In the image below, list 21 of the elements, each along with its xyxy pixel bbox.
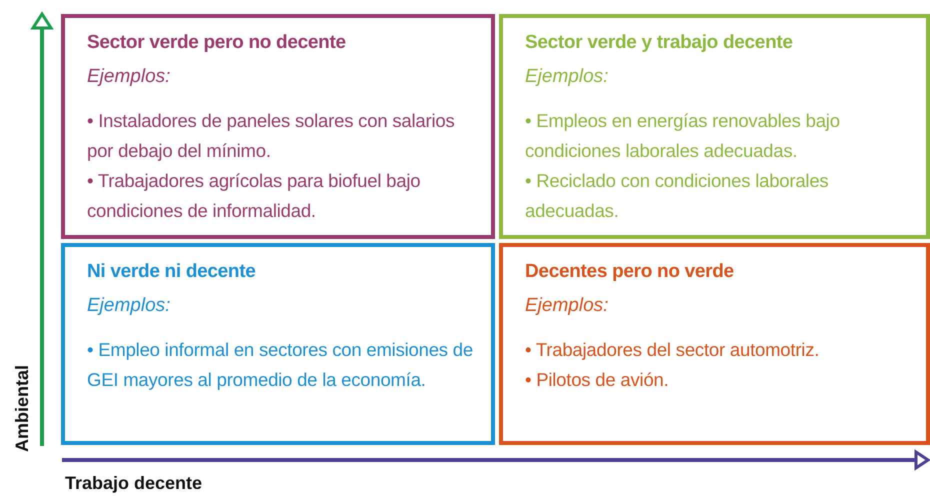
examples-heading: Ejemplos: [525,66,610,88]
example-item: • Trabajadores agrícolas para biofuel bajo condiciones de informalidad. [87,169,422,223]
quadrant-title: Sector verde y trabajo decente [525,32,794,54]
quadrant-box [499,243,930,445]
examples-heading: Ejemplos: [87,295,172,317]
quadrant-box [499,14,930,239]
examples-heading: Ejemplos: [87,66,172,88]
quadrant-box [61,14,495,239]
example-item: • Empleos en energías renovables bajo condiciones laborales adecuadas. [525,109,841,163]
quadrant-title: Ni verde ni decente [87,261,257,283]
quadrant-title: Sector verde pero no decente [87,32,347,54]
example-item: • Instaladores de paneles solares con salarios por debajo del mínimo. [87,109,456,163]
quadrant-title: Decentes pero no verde [525,261,735,283]
axis-label: Ambiental [12,364,33,452]
example-item: • Empleo informal en sectores con emisiones de GEI mayores al promedio de la economía. [87,338,474,392]
examples-heading: Ejemplos: [525,295,610,317]
example-item: • Trabajadores del sector automotriz. [525,338,820,362]
example-item: • Pilotos de avión. [525,368,670,392]
axis-label: Trabajo decente [65,473,202,494]
example-item: • Reciclado con condiciones laborales adecuadas. [525,169,830,223]
quadrant-box [61,243,495,445]
